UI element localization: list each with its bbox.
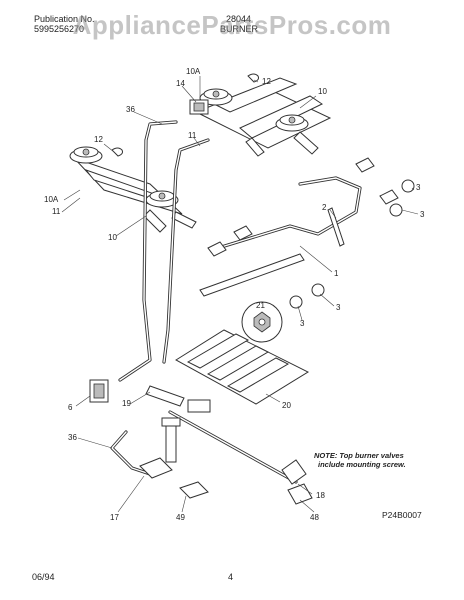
- gas-tube-11: [162, 138, 210, 364]
- callout: 19: [122, 399, 131, 408]
- callout-labels: 10A 12 14 36 10 11 12 10A 11 10 2 3 3 1 …: [44, 67, 425, 522]
- callout: 12: [94, 135, 103, 144]
- callout: 36: [68, 433, 77, 442]
- burner-valves: [207, 157, 399, 257]
- callout: 2: [322, 203, 327, 212]
- callout: 11: [52, 207, 61, 216]
- rod-2: [327, 207, 345, 247]
- callout: 49: [176, 513, 185, 522]
- bracket-48: [287, 483, 313, 505]
- callout: 48: [310, 513, 319, 522]
- clip-left: [111, 147, 123, 157]
- note-line-2: include mounting screw.: [318, 460, 406, 469]
- callout: 17: [110, 513, 119, 522]
- callout: 3: [300, 319, 305, 328]
- callout: 3: [416, 183, 421, 192]
- footer-page-number: 4: [228, 572, 234, 582]
- callout: 20: [282, 401, 291, 410]
- oven-valve: [145, 385, 211, 413]
- spark-igniter: [89, 379, 109, 403]
- spark-module-block: [189, 99, 209, 115]
- nut-detail: [241, 301, 283, 343]
- callout: 6: [68, 403, 73, 412]
- note-line-1: NOTE: Top burner valves: [314, 451, 404, 460]
- thermostat-sensor: [161, 417, 181, 463]
- callout: 21: [256, 301, 265, 310]
- callout: 11: [188, 131, 197, 140]
- callout: 1: [334, 269, 339, 278]
- figure-code: P24B0007: [382, 510, 422, 520]
- model-number: 28044: [226, 14, 252, 24]
- burner-assembly-left: [69, 146, 197, 233]
- callout: 14: [176, 79, 185, 88]
- callout: 10A: [186, 67, 201, 76]
- callout: 3: [420, 210, 425, 219]
- valve-knobs: [289, 179, 415, 309]
- callout: 3: [336, 303, 341, 312]
- callout: 10: [318, 87, 327, 96]
- burner-bracket-18: [281, 459, 307, 485]
- callout: 10: [108, 233, 117, 242]
- callout: 10A: [44, 195, 59, 204]
- bracket-49: [179, 481, 209, 499]
- callout: 36: [126, 105, 135, 114]
- safety-valve-17: [139, 457, 173, 479]
- burner-shield: [175, 329, 310, 405]
- footer-date: 06/94: [32, 572, 55, 582]
- clip-top: [247, 73, 259, 83]
- burner-assembly-right: [194, 77, 332, 157]
- section-title: BURNER: [220, 24, 259, 34]
- manifold-bracket: [199, 253, 305, 297]
- publication-label: Publication No.: [34, 14, 95, 24]
- leader-lines: [61, 76, 419, 513]
- publication-number: 5995256270: [34, 24, 85, 34]
- callout: 12: [262, 77, 271, 86]
- callout: 18: [316, 491, 325, 500]
